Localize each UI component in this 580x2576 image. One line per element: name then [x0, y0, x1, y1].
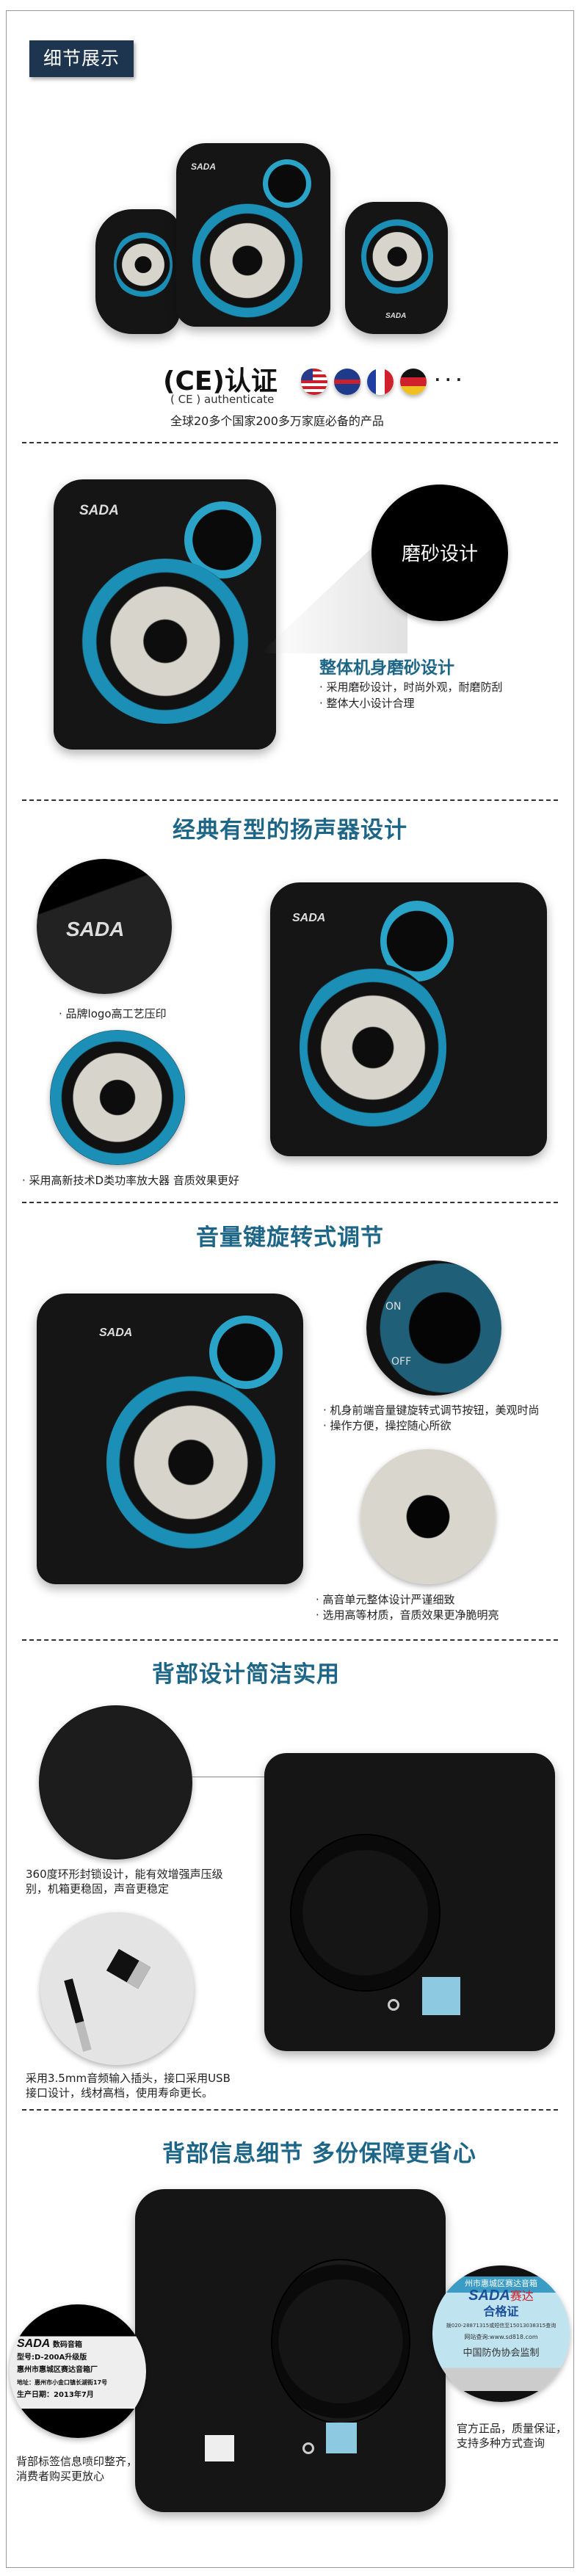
classic-bullet: · 品牌logo高工艺压印 — [59, 1007, 167, 1020]
cert-title: 合格证 — [483, 2304, 519, 2318]
info-text: 支持多种方式查询 — [457, 2437, 545, 2450]
driver-zoom-circle — [50, 1030, 185, 1165]
brand-logo: SADA — [292, 912, 326, 924]
brand-logo: SADA — [66, 918, 125, 940]
frosted-heading: 整体机身磨砂设计 — [319, 658, 454, 678]
speaker-driver — [192, 202, 302, 319]
cert-phone: 拨020-28871315或短信至15013038315查询 — [446, 2323, 557, 2329]
usb-plug-icon — [106, 1948, 151, 1989]
volume-bullet: · 操作方便，操控随心所欲 — [323, 1419, 452, 1432]
frosted-zoom-bubble: 磨砂设计 — [371, 485, 508, 621]
info-text: 消费者购买更放心 — [16, 2470, 105, 2483]
ellipsis: · · · — [435, 371, 462, 388]
speaker-driver — [81, 559, 249, 724]
volume-heading: 音量键旋转式调节 — [196, 1224, 384, 1251]
rear-text: 接口设计，线材高档，使用寿命更长。 — [26, 2086, 214, 2100]
volume-bullet: · 选用高等材质，音质效果更净脆明亮 — [316, 1608, 499, 1622]
speaker-driver — [361, 218, 433, 295]
label-date: 生产日期：2013年7月 — [17, 2391, 94, 2399]
info-heading: 背部信息细节 多份保障更省心 — [162, 2141, 476, 2167]
volume-knob — [263, 159, 311, 208]
divider — [22, 2109, 558, 2111]
frosted-bubble-label: 磨砂设计 — [401, 543, 478, 565]
france-flag-icon — [367, 369, 394, 395]
cert-web: 网站查询:www.sd818.com — [464, 2334, 538, 2340]
frosted-bullet: · 整体大小设计合理 — [319, 697, 415, 710]
volume-bullet: · 机身前端音量键旋转式调节按钮，美观时尚 — [323, 1404, 540, 1417]
speaker-angle-image: SADA — [270, 882, 547, 1156]
cable-zoom-circle — [40, 1912, 194, 2065]
rear-heading: 背部设计简洁实用 — [152, 1661, 340, 1688]
brand-logo: SADA — [191, 162, 217, 172]
subwoofer: SADA — [176, 143, 330, 327]
cert-footer: 中国防伪协会监制 — [463, 2348, 540, 2359]
passive-radiator — [271, 2259, 410, 2424]
divider — [22, 799, 558, 801]
cert-brand: SADA — [468, 2287, 510, 2304]
info-sticker — [205, 2435, 234, 2461]
cert-sticker — [326, 2423, 357, 2453]
knob-off-label: OFF — [391, 1356, 412, 1368]
cert-sticker — [422, 1977, 460, 2015]
speaker-front-image: SADA — [54, 479, 276, 750]
speaker-driver — [106, 1374, 275, 1550]
classic-heading: 经典有型的扬声器设计 — [173, 817, 407, 843]
divider — [22, 1202, 558, 1203]
hero-product-image: SADA SADA — [95, 139, 477, 345]
brand-logo: SADA — [385, 312, 407, 320]
uk-flag-icon — [334, 369, 360, 395]
right-satellite-speaker: SADA — [345, 202, 448, 334]
speaker-driver — [300, 963, 446, 1132]
brand-logo: SADA — [79, 503, 119, 518]
section-tag: 细节展示 — [29, 40, 134, 77]
cert-zoom-circle: 州市惠城区赛达音箱 SADA赛达 合格证 拨020-28871315或短信至15… — [432, 2265, 570, 2402]
speaker-rear-image — [264, 1753, 555, 2051]
volume-knob — [209, 1316, 283, 1389]
rear-text: 别，机箱更稳固，声音更稳定 — [26, 1882, 170, 1895]
label-maker: 惠州市惠城区赛达音箱厂 — [17, 2366, 98, 2374]
volume-bullet: · 高音单元整体设计严谨细致 — [316, 1593, 455, 1606]
page-frame — [6, 10, 574, 2568]
knob-zoom-circle: ON OFF — [366, 1260, 501, 1396]
audio-port-icon — [388, 1999, 399, 2011]
left-satellite-speaker — [95, 209, 180, 334]
label-address: 地址：惠州市小金口镇长湖街17号 — [17, 2379, 108, 2386]
speaker-volume-image: SADA — [37, 1294, 303, 1584]
classic-bullet: · 采用高新技术D类功率放大器 音质效果更好 — [22, 1174, 239, 1187]
cert-top: 州市惠城区赛达音箱 — [465, 2279, 537, 2288]
speaker-rear-info-image — [135, 2189, 446, 2512]
label-zoom-circle: SADA 数码音箱 型号:D-200A升级版 惠州市惠城区赛达音箱厂 地址：惠州… — [10, 2304, 146, 2438]
usa-flag-icon — [301, 369, 327, 395]
audio-port-icon — [302, 2442, 314, 2454]
germany-flag-icon — [400, 369, 427, 395]
ce-title: (CE)认证 — [163, 366, 278, 396]
cert-brand-cn: 赛达 — [510, 2289, 534, 2303]
seal-zoom-circle — [39, 1705, 192, 1860]
info-text: 官方正品，质量保证， — [457, 2422, 568, 2435]
label-brand: SADA — [17, 2337, 51, 2350]
audio-jack-icon — [64, 1978, 92, 2052]
speaker-driver — [114, 230, 173, 300]
tagline: 全球20多个国家200多万家庭必备的产品 — [170, 414, 384, 428]
rear-text: 360度环形封锁设计，能有效增强声压级 — [26, 1868, 223, 1881]
passive-radiator — [290, 1834, 441, 1992]
divider — [22, 1639, 558, 1641]
label-model: 型号:D-200A升级版 — [17, 2354, 87, 2362]
brand-logo: SADA — [99, 1327, 133, 1339]
rear-text: 采用3.5mm音频输入插头，接口采用USB — [26, 2072, 231, 2085]
info-text: 背部标签信息喷印整齐， — [16, 2455, 138, 2468]
ce-subtitle: ( CE ) authenticate — [170, 393, 275, 406]
knob-on-label: ON — [385, 1301, 402, 1313]
logo-zoom-circle: SADA — [37, 859, 172, 994]
frosted-bullet: · 采用磨砂设计，时尚外观，耐磨防刮 — [319, 681, 503, 694]
label-product: 数码音箱 — [52, 2341, 82, 2349]
divider — [22, 442, 558, 443]
tweeter-zoom-circle — [360, 1449, 496, 1584]
